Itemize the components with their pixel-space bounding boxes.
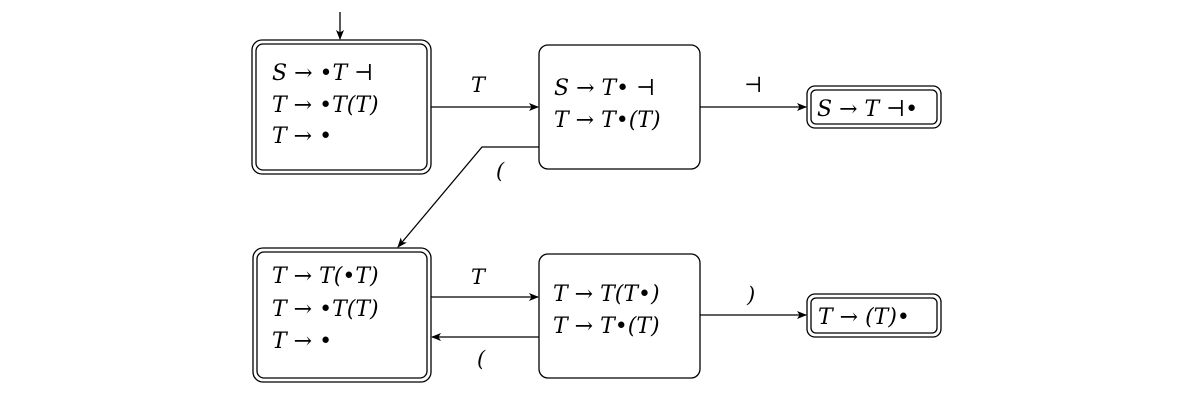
edge-s1-s2-label: ⊣ (744, 73, 762, 97)
state-s1-item-1: S → T• ⊣ (554, 76, 655, 101)
state-s2-item-1: S → T ⊣• (817, 97, 918, 122)
state-s4-item-1: T → T(T•) (553, 282, 660, 307)
state-s5: T → (T)• (806, 293, 942, 338)
edge-s1-s3 (397, 146, 539, 248)
state-s1-border (538, 44, 701, 170)
state-s4: T → T(T•) T → T•(T) (538, 253, 701, 379)
edge-s0-s1-label: T (471, 73, 487, 97)
state-s3-item-2: T → •T(T) (272, 297, 379, 322)
state-s0-inner-border (255, 43, 428, 171)
edge-s1-s3-label: ( (496, 159, 505, 183)
state-s4-item-2: T → T•(T) (553, 314, 660, 339)
state-s3-item-3: T → • (272, 329, 332, 354)
edge-s4-s5-label: ) (746, 283, 755, 307)
state-s2-outer-border (806, 85, 942, 129)
state-s4-border (538, 253, 701, 379)
state-s2: S → T ⊣• (806, 85, 942, 129)
state-s0: S → •T ⊣ T → •T(T) T → • (251, 39, 432, 175)
state-s0-item-2: T → •T(T) (272, 93, 379, 118)
state-s0-item-3: T → • (272, 124, 332, 149)
state-s5-inner-border (810, 297, 938, 334)
state-s2-inner-border (810, 89, 938, 125)
state-s1: S → T• ⊣ T → T•(T) (538, 44, 701, 170)
state-s3-outer-border (252, 247, 432, 383)
edge-s3-s4-label: T (471, 265, 487, 289)
edge-s4-s3-label: ( (477, 347, 486, 371)
state-s3-item-1: T → T(•T) (272, 264, 379, 289)
state-s1-item-2: T → T•(T) (554, 108, 661, 133)
state-s5-item-1: T → (T)• (818, 305, 910, 330)
state-s3-inner-border (256, 251, 428, 379)
state-s5-outer-border (806, 293, 942, 338)
state-s0-item-1: S → •T ⊣ (272, 61, 373, 86)
state-s3: T → T(•T) T → •T(T) T → • (252, 247, 432, 383)
